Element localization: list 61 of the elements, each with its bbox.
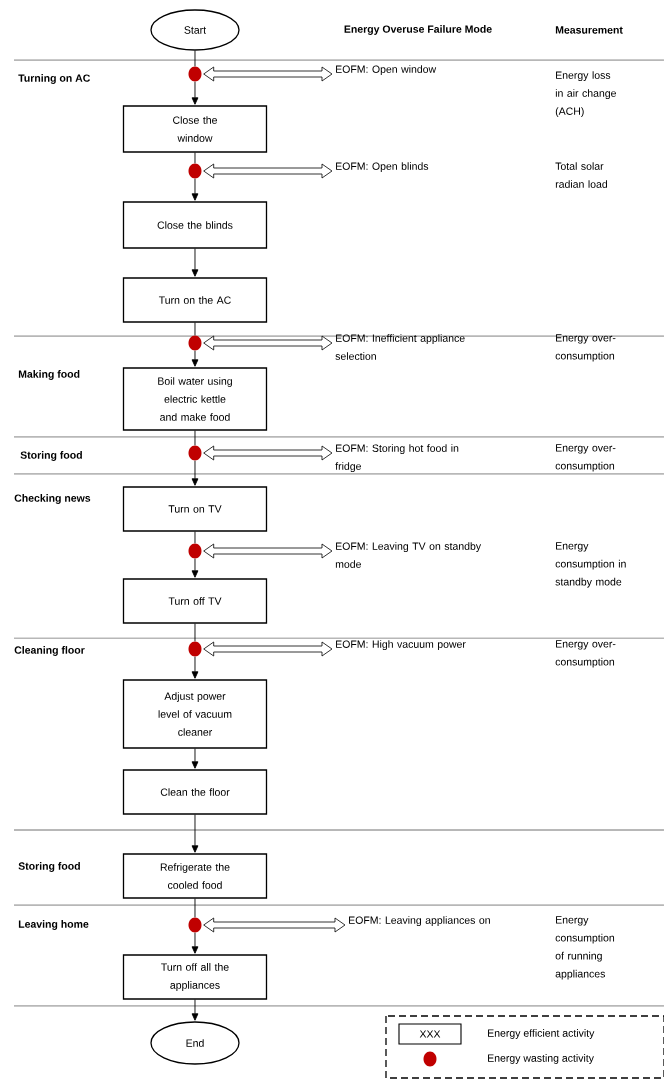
wasting-dot bbox=[188, 543, 202, 559]
column-heading: Energy Overuse Failure Mode bbox=[344, 25, 492, 35]
measurement-text: Energy over-consumption bbox=[555, 444, 616, 472]
arrow bbox=[191, 932, 199, 954]
wasting-dot bbox=[188, 163, 202, 179]
arrow bbox=[191, 656, 199, 679]
double-arrow bbox=[203, 543, 333, 559]
double-arrow bbox=[203, 335, 333, 351]
activity-label: Checking news bbox=[14, 494, 91, 504]
arrow bbox=[191, 748, 199, 769]
activity-label: Leaving home bbox=[18, 920, 89, 930]
measurement-text: Energy consumption in standby mode bbox=[555, 542, 626, 588]
failure-mode-text: EOFM: High vacuum power bbox=[336, 640, 466, 650]
failure-mode-text: EOFM: Storing hot food in fridge bbox=[335, 444, 459, 472]
measurement-text: Energy loss in air change (ACH) bbox=[555, 71, 616, 117]
legend-text: Energy efficient activity bbox=[488, 1029, 595, 1039]
arrow bbox=[191, 81, 199, 105]
activity-box: Turn on TV bbox=[122, 486, 268, 532]
activity-box: Turn off TV bbox=[122, 578, 268, 624]
column-heading: Measurement bbox=[555, 26, 623, 34]
activity-box: Close the blinds bbox=[122, 201, 268, 249]
activity-box: Refrigerate the cooled food bbox=[122, 853, 268, 899]
double-arrow bbox=[203, 66, 333, 82]
double-arrow bbox=[203, 917, 346, 933]
arrow bbox=[191, 248, 199, 277]
measurement-text: Energy consumption of running appliances bbox=[555, 916, 615, 980]
measurement-text: Energy over-consumption bbox=[555, 334, 616, 362]
wasting-dot bbox=[188, 641, 202, 657]
activity-box: Boil water using electric kettle and make food bbox=[122, 367, 268, 431]
arrow bbox=[191, 460, 199, 486]
activity-label: Making food bbox=[18, 370, 80, 380]
failure-mode-text: EOFM: Leaving appliances on bbox=[349, 916, 490, 926]
activity-box: Adjust power level of vacuum cleaner bbox=[122, 679, 268, 749]
wasting-dot bbox=[188, 66, 202, 82]
activity-box: Close the window bbox=[122, 105, 268, 153]
arrow bbox=[191, 999, 199, 1021]
wasting-dot bbox=[188, 335, 202, 351]
legend-text: Energy wasting activity bbox=[488, 1054, 594, 1064]
legend-box: XXX bbox=[398, 1023, 462, 1045]
activity-label: Storing food bbox=[20, 451, 82, 461]
measurement-text: Energy over-consumption bbox=[555, 640, 616, 668]
activity-box: Clean the floor bbox=[122, 769, 268, 815]
wasting-dot bbox=[188, 917, 202, 933]
failure-mode-text: EOFM: Leaving TV on standby mode bbox=[335, 542, 482, 568]
activity-box: Turn off all the appliances bbox=[122, 954, 268, 1000]
activity-label: Storing food bbox=[18, 862, 80, 872]
arrow bbox=[191, 558, 199, 578]
failure-mode-text: EOFM: Open window bbox=[336, 65, 437, 75]
activity-label: Turning on AC bbox=[18, 74, 91, 84]
double-arrow bbox=[203, 445, 333, 461]
activity-label: Cleaning floor bbox=[14, 646, 85, 656]
arrow bbox=[191, 814, 199, 853]
activity-box: Turn on the AC bbox=[122, 277, 268, 323]
failure-mode-text: EOFM: Inefficient appliance selection bbox=[335, 334, 465, 360]
measurement-text: Total solar radian load bbox=[555, 162, 608, 188]
arrow bbox=[191, 350, 199, 367]
arrow bbox=[191, 178, 199, 201]
double-arrow bbox=[203, 641, 333, 657]
double-arrow bbox=[203, 163, 333, 179]
failure-mode-text: EOFM: Open blinds bbox=[336, 162, 429, 172]
wasting-dot bbox=[188, 445, 202, 461]
